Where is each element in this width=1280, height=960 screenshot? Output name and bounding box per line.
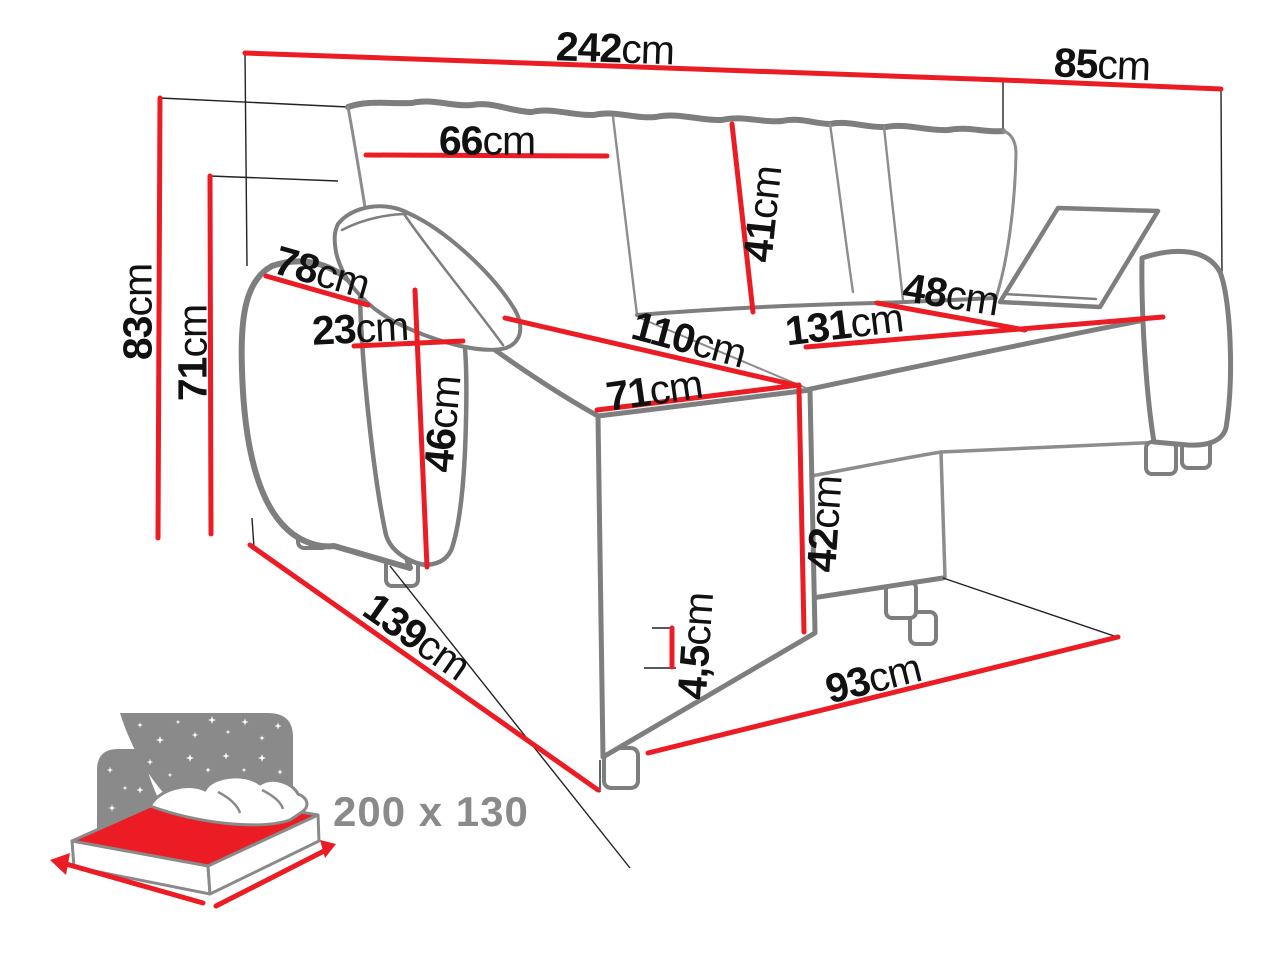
line-42 (796, 385, 807, 635)
dim-label-23: 23cm (311, 303, 410, 354)
line-85 (1000, 77, 1224, 92)
line-71-width (594, 382, 802, 413)
seat-front-edge (803, 315, 1158, 393)
line-66 (363, 152, 610, 159)
line-46 (412, 287, 430, 570)
pillow-flap-line (340, 212, 410, 232)
dim-label-93: 93cm (821, 644, 926, 712)
right-armrest (1139, 248, 1234, 448)
pillow-fold-line (402, 212, 505, 347)
line-93 (645, 634, 1121, 756)
chaise-seat-seam (639, 317, 807, 389)
bed-icon: 200 x 130 (50, 713, 529, 909)
line-110 (502, 315, 802, 389)
bed-mattress-right-face (206, 813, 321, 896)
dim-label-83: 83cm (114, 264, 160, 360)
line-78 (263, 273, 371, 308)
bed-dimension-arrows (50, 840, 336, 909)
dim-label-48: 48cm (900, 264, 1002, 324)
bed-size-label: 200 x 130 (333, 788, 529, 835)
line-83 (155, 95, 163, 541)
dim-label-242: 242cm (555, 23, 675, 73)
seat-corner-seam (939, 450, 947, 579)
backrest (348, 101, 1016, 335)
line-131 (803, 314, 1166, 350)
right-armrest-leg-front (1144, 440, 1178, 476)
line-23 (351, 338, 466, 349)
dim-label-131: 131cm (783, 294, 906, 354)
bed-duvet (148, 775, 309, 827)
dim-label-71-height: 71cm (169, 305, 215, 401)
chaise-front-face (595, 387, 818, 760)
cushion-seam-right (882, 125, 905, 302)
line-242 (242, 50, 1006, 83)
cushion-seam-middle (828, 122, 855, 294)
bed-pillow-line-2 (261, 788, 285, 810)
bed-pillow-line-1 (217, 790, 242, 814)
dim-label-71-width: 71cm (603, 361, 705, 420)
backrest-top-edge (345, 98, 1006, 135)
dim-label-85: 85cm (1053, 39, 1151, 89)
perspective-lines (159, 52, 1223, 549)
dim-label-42: 42cm (798, 474, 851, 573)
seat-face (740, 317, 1165, 609)
line-139 (247, 542, 601, 793)
measurement-lines (155, 50, 1224, 793)
dim-label-45: 4,5cm (669, 591, 722, 701)
backrest-right-edge (994, 129, 1018, 300)
seat-upper-seam (804, 440, 1166, 479)
line-41 (729, 121, 756, 315)
sofa-outline (238, 98, 1234, 790)
tray-edge-line (1002, 292, 1098, 301)
dim-label-66: 66cm (439, 117, 535, 163)
tray-table (997, 205, 1161, 310)
backrest-bottom-seam (635, 296, 998, 317)
line-48 (874, 300, 1028, 333)
line-71-height (207, 173, 214, 537)
pillow (332, 204, 523, 352)
cushion-seam-left (611, 115, 639, 317)
seat-leg-back (908, 610, 938, 646)
dim-label-46: 46cm (415, 374, 469, 474)
dim-label-41: 41cm (734, 164, 790, 265)
